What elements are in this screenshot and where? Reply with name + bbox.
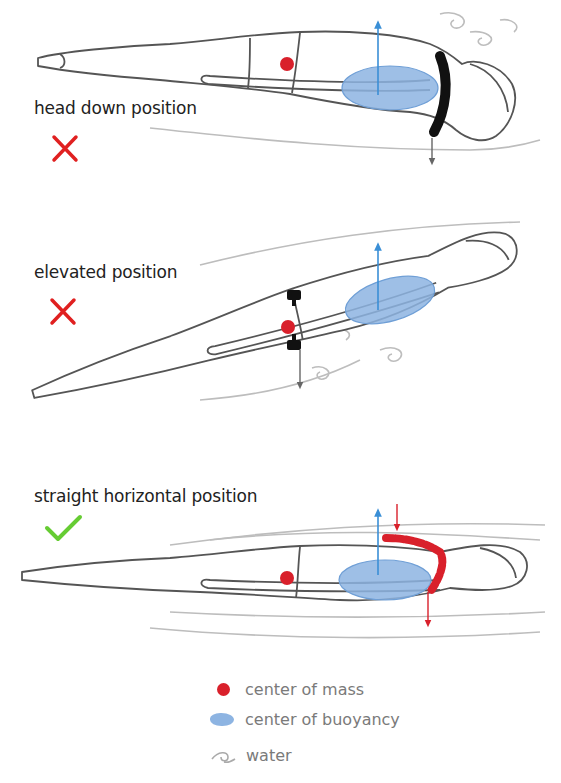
swimmer-figure bbox=[38, 32, 515, 141]
dumbbell-weight bbox=[292, 298, 296, 306]
swimmer-figure bbox=[466, 231, 509, 270]
legend-entry: water bbox=[210, 746, 292, 765]
water-lines bbox=[380, 348, 402, 361]
cross-mark bbox=[52, 300, 74, 323]
cross-mark bbox=[54, 137, 76, 160]
swimmer-figure bbox=[470, 64, 508, 112]
spine-highlight bbox=[386, 538, 442, 592]
buoyancy-arrow bbox=[377, 512, 379, 575]
water-lines bbox=[170, 524, 545, 545]
mass-swatch bbox=[217, 683, 230, 696]
water-lines bbox=[440, 13, 464, 28]
dumbbell-weight bbox=[292, 334, 296, 342]
mass-dot bbox=[280, 57, 294, 71]
mass-dot bbox=[281, 320, 295, 334]
water-lines bbox=[500, 20, 517, 32]
swimmer-figure bbox=[22, 545, 527, 600]
water-lines bbox=[150, 628, 540, 638]
legend-text: center of mass bbox=[245, 680, 364, 699]
water-swatch bbox=[210, 747, 236, 765]
force-arrow bbox=[396, 504, 397, 528]
swimmer-figure bbox=[25, 225, 526, 417]
buoyancy-blob bbox=[339, 560, 431, 600]
legend-text: center of buoyancy bbox=[245, 710, 400, 729]
check-mark bbox=[47, 517, 80, 539]
neck-band bbox=[434, 56, 446, 132]
water-lines bbox=[312, 367, 329, 379]
swimmer-figure bbox=[296, 547, 300, 598]
force-arrow bbox=[427, 592, 428, 624]
swimmer-figure bbox=[248, 38, 250, 88]
dumbbell-weight bbox=[287, 290, 301, 350]
position-caption: head down position bbox=[34, 98, 197, 118]
buoyancy-arrow bbox=[377, 24, 379, 95]
position-caption: elevated position bbox=[34, 262, 177, 282]
swimmer-figure bbox=[38, 32, 515, 141]
buoyancy-arrow bbox=[377, 246, 379, 310]
weight-arrow bbox=[299, 350, 300, 386]
water-lines bbox=[170, 612, 545, 617]
water-swirl bbox=[212, 752, 235, 762]
water-lines bbox=[470, 32, 492, 45]
legend-entry: center of buoyancy bbox=[210, 710, 400, 729]
legend-text: water bbox=[246, 746, 292, 765]
swimmer-figure bbox=[60, 54, 65, 68]
mass-dot bbox=[280, 571, 294, 585]
swimmer-figure bbox=[22, 545, 527, 600]
buoyancy-swatch bbox=[210, 713, 234, 726]
weight-arrow bbox=[431, 138, 432, 162]
legend-entry: center of mass bbox=[210, 680, 364, 699]
water-lines bbox=[210, 532, 540, 540]
water-lines bbox=[200, 360, 360, 400]
swimmer-figure bbox=[480, 548, 516, 578]
buoyancy-blob bbox=[340, 267, 440, 333]
swimmer-figure bbox=[25, 225, 526, 417]
position-caption: straight horizontal position bbox=[34, 486, 257, 506]
buoyancy-blob bbox=[342, 66, 438, 110]
